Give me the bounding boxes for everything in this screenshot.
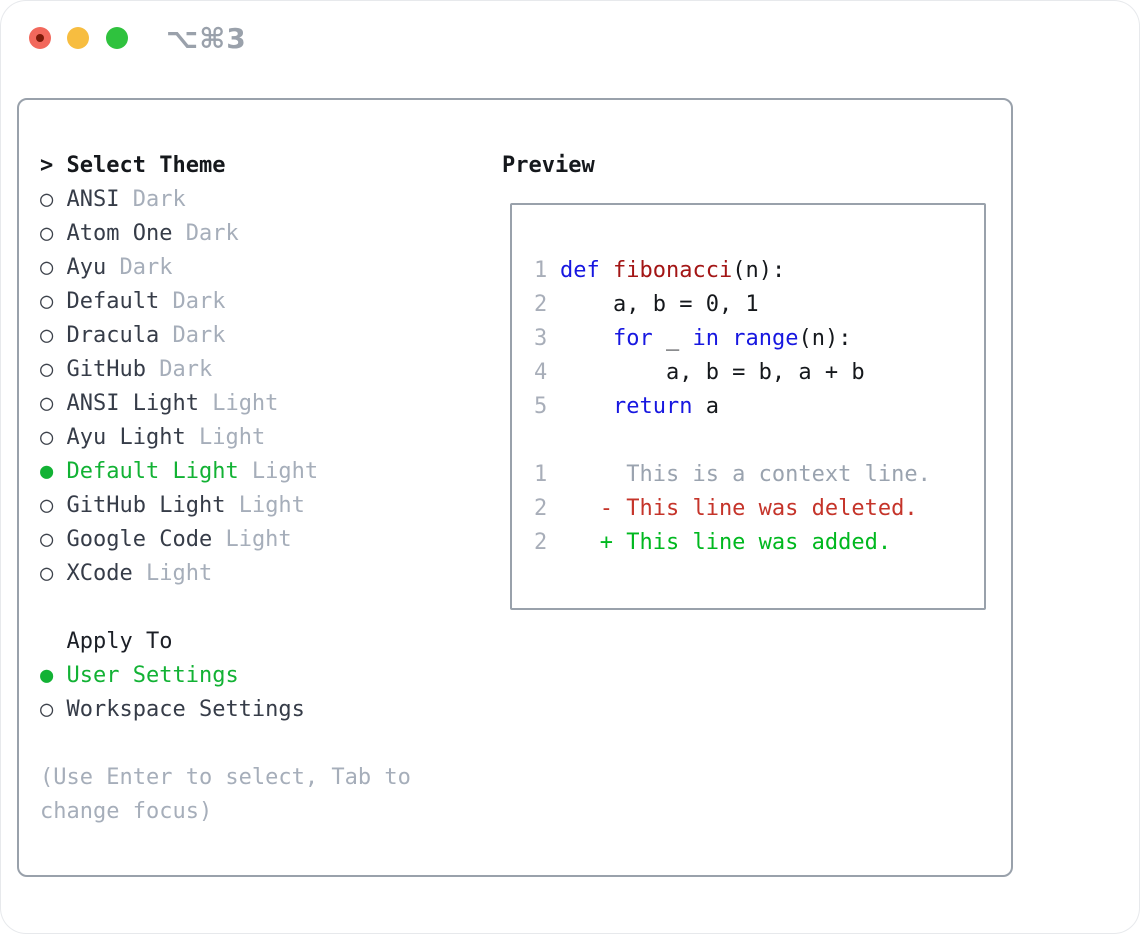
- theme-variant-label: Light: [132, 561, 213, 586]
- theme-option-github-light[interactable]: ○ GitHub Light Light: [40, 489, 411, 523]
- preview-heading: Preview: [502, 153, 595, 178]
- theme-picker-heading-label: Select Theme: [66, 153, 226, 178]
- theme-option-label: Ayu: [66, 255, 107, 280]
- radio-icon: ○: [40, 527, 67, 552]
- theme-option-xcode[interactable]: ○ XCode Light: [40, 557, 411, 591]
- theme-option-google-code[interactable]: ○ Google Code Light: [40, 523, 411, 557]
- theme-option-default[interactable]: ○ Default Dark: [40, 285, 411, 319]
- code-text: a, b = 0, 1: [560, 292, 759, 317]
- theme-variant-label: Dark: [159, 289, 226, 314]
- radio-icon: ○: [40, 221, 67, 246]
- theme-option-default-light[interactable]: ● Default Light Light: [40, 455, 411, 489]
- diff-line-added: 2 + This line was added.: [534, 526, 984, 560]
- radio-icon: ○: [40, 187, 67, 212]
- radio-icon: ○: [40, 425, 67, 450]
- code-line-1: 1 def fibonacci(n):: [534, 254, 984, 288]
- line-number: 5: [534, 394, 548, 419]
- code-text: return a: [612, 394, 719, 419]
- theme-option-github[interactable]: ○ GitHub Dark: [40, 353, 411, 387]
- theme-option-ansi-light[interactable]: ○ ANSI Light Light: [40, 387, 411, 421]
- theme-variant-label: Dark: [119, 187, 186, 212]
- radio-icon: ○: [40, 357, 67, 382]
- theme-option-ansi[interactable]: ○ ANSI Dark: [40, 183, 411, 217]
- diff-line-context: 1 This is a context line.: [534, 458, 984, 492]
- theme-option-atom-one[interactable]: ○ Atom One Dark: [40, 217, 411, 251]
- line-number: 1: [534, 258, 548, 283]
- code-line-2: 2 a, b = 0, 1: [534, 288, 984, 322]
- theme-picker: > Select Theme○ ANSI Dark○ Atom One Dark…: [40, 149, 411, 829]
- theme-variant-label: Light: [198, 391, 279, 416]
- apply-option-label: User Settings: [66, 663, 239, 688]
- radio-icon: ○: [40, 323, 67, 348]
- unsaved-dot-icon: [36, 34, 44, 42]
- titlebar: ⌥⌘3: [0, 0, 1140, 78]
- apply-option-user-settings[interactable]: ● User Settings: [40, 659, 411, 693]
- close-button[interactable]: [29, 27, 51, 49]
- diff-text: - This line was deleted.: [560, 496, 918, 521]
- radio-icon: ○: [40, 391, 67, 416]
- radio-selected-icon: ●: [40, 663, 67, 688]
- theme-picker-heading: > Select Theme: [40, 149, 411, 183]
- theme-option-label: Dracula: [66, 323, 160, 348]
- theme-variant-label: Light: [212, 527, 292, 552]
- theme-option-label: ANSI Light: [66, 391, 199, 416]
- line-number: 2: [534, 292, 548, 317]
- diff-text: + This line was added.: [560, 530, 892, 555]
- theme-variant-label: Light: [238, 459, 319, 484]
- apply-to-heading: Apply To: [40, 625, 411, 659]
- zoom-button[interactable]: [106, 27, 128, 49]
- theme-option-ayu[interactable]: ○ Ayu Dark: [40, 251, 411, 285]
- spacer: [40, 591, 411, 625]
- radio-icon: ○: [40, 561, 67, 586]
- theme-option-label: Ayu Light: [66, 425, 186, 450]
- radio-icon: ○: [40, 493, 67, 518]
- line-number: 1: [534, 462, 548, 487]
- theme-option-label: XCode: [66, 561, 133, 586]
- line-number: 2: [534, 496, 548, 521]
- hint-line-2: change focus): [40, 799, 213, 824]
- code-text: def fibonacci(n):: [560, 258, 786, 283]
- minimize-button[interactable]: [67, 27, 89, 49]
- line-number: 2: [534, 530, 548, 555]
- theme-variant-label: Light: [225, 493, 305, 518]
- theme-variant-label: Dark: [172, 221, 239, 246]
- theme-variant-label: Dark: [145, 357, 213, 382]
- theme-option-label: GitHub Light: [66, 493, 226, 518]
- theme-option-label: ANSI: [66, 187, 120, 212]
- focus-caret: >: [40, 153, 67, 178]
- theme-variant-label: Dark: [106, 255, 173, 280]
- code-line-5: 5 return a: [534, 390, 984, 424]
- main-panel: > Select Theme○ ANSI Dark○ Atom One Dark…: [17, 98, 1013, 877]
- code-text: a, b = b, a + b: [560, 360, 865, 385]
- radio-icon: ○: [40, 697, 67, 722]
- theme-variant-label: Light: [185, 425, 266, 450]
- hint-line-1: (Use Enter to select, Tab to: [40, 765, 411, 790]
- diff-line-deleted: 2 - This line was deleted.: [534, 492, 984, 526]
- spacer: [40, 727, 411, 761]
- theme-option-label: GitHub: [66, 357, 146, 382]
- code-line-4: 4 a, b = b, a + b: [534, 356, 984, 390]
- spacer: [534, 424, 984, 458]
- theme-option-label: Default Light: [66, 459, 239, 484]
- diff-text: This is a context line.: [560, 462, 931, 487]
- code-line-3: 3 for _ in range(n):: [534, 322, 984, 356]
- theme-option-label: Google Code: [66, 527, 213, 552]
- theme-option-label: Default: [66, 289, 160, 314]
- line-number: 3: [534, 326, 548, 351]
- apply-option-label: Workspace Settings: [66, 697, 305, 722]
- code-text: for _ in range(n):: [612, 326, 852, 351]
- apply-to-heading-label: Apply To: [66, 629, 173, 654]
- window-title: ⌥⌘3: [166, 22, 247, 55]
- theme-option-dracula[interactable]: ○ Dracula Dark: [40, 319, 411, 353]
- apply-option-workspace-settings[interactable]: ○ Workspace Settings: [40, 693, 411, 727]
- line-number: 4: [534, 360, 548, 385]
- theme-option-ayu-light[interactable]: ○ Ayu Light Light: [40, 421, 411, 455]
- radio-selected-icon: ●: [40, 459, 67, 484]
- theme-variant-label: Dark: [159, 323, 226, 348]
- theme-option-label: Atom One: [66, 221, 173, 246]
- radio-icon: ○: [40, 255, 67, 280]
- radio-icon: ○: [40, 289, 67, 314]
